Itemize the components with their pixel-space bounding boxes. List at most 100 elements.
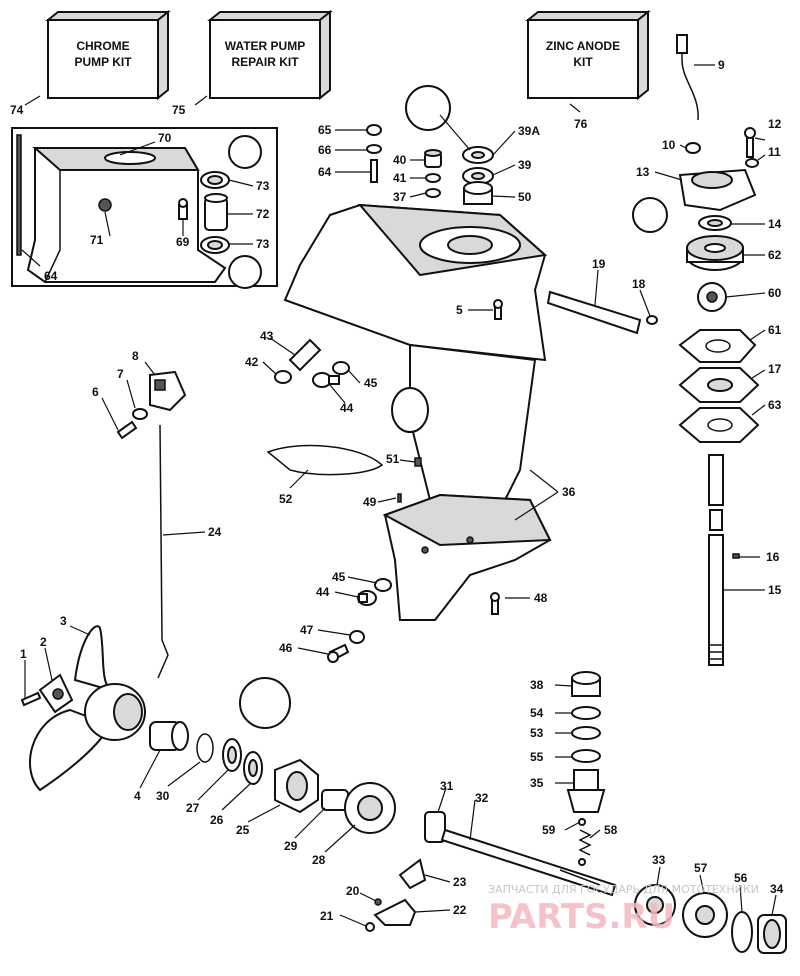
watermark-small-text: ЗАПЧАСТИ ДЛЯ ГОСУДАРЬ ДЛЯ МОТОТЕХНИКИ	[488, 883, 759, 896]
zinc-anode-kit-box: ZINC ANODE KIT	[525, 9, 651, 101]
zinc-kit-line1: ZINC ANODE	[546, 39, 620, 53]
label-13: 13	[636, 165, 650, 179]
washer-7	[132, 408, 148, 420]
o-ring-52	[266, 444, 384, 476]
plate-19	[546, 290, 642, 335]
label-60: 60	[768, 286, 782, 300]
water-kit-line1: WATER PUMP	[225, 39, 305, 53]
water-pump-kit-box: WATER PUMP REPAIR KIT	[207, 9, 333, 101]
washer-54	[571, 706, 601, 720]
screw-6	[116, 420, 138, 440]
label-30: 30	[156, 789, 170, 803]
label-23: 23	[453, 875, 467, 889]
forward-gear-57	[682, 892, 728, 938]
label-47: 47	[300, 623, 314, 637]
impeller-liner-62	[686, 235, 744, 271]
label-22: 22	[453, 903, 467, 917]
pin-20	[374, 898, 382, 906]
gasket-63	[678, 407, 760, 443]
label-41: 41	[393, 171, 407, 185]
drive-shaft-housing	[283, 203, 548, 501]
water-kit-line2: REPAIR KIT	[231, 55, 299, 69]
washer-11	[745, 158, 759, 168]
label-4: 4	[134, 789, 141, 803]
callout-numbers: 74 75 76 70 71 69 73 72 73 64 65 66 64 4…	[10, 58, 784, 923]
washer-37	[425, 188, 441, 198]
label-45-upper: 45	[364, 376, 378, 390]
bracket-8	[149, 370, 187, 412]
label-5: 5	[456, 303, 463, 317]
ring-41	[425, 173, 441, 183]
watermark-logo-text: PARTS.RU	[488, 897, 675, 937]
label-36: 36	[562, 485, 576, 499]
propeller-shaft-32	[440, 828, 617, 897]
seal-detail-circle-upper	[228, 135, 262, 169]
label-17: 17	[768, 362, 782, 376]
label-53: 53	[530, 726, 544, 740]
label-55: 55	[530, 750, 544, 764]
label-54: 54	[530, 706, 544, 720]
chrome-pump-kit-box: CHROME PUMP KIT	[45, 9, 171, 101]
seal-26	[243, 751, 263, 785]
label-2: 2	[40, 635, 47, 649]
label-39a: 39A	[518, 124, 540, 138]
bearing-34	[757, 914, 787, 954]
pin-42	[274, 370, 292, 384]
reverse-gear-28	[344, 782, 396, 834]
dowel-43	[288, 338, 322, 372]
screw-1	[20, 691, 42, 707]
label-73-lower: 73	[256, 237, 270, 251]
pinion-35	[566, 769, 606, 813]
bearing-carrier-25	[274, 758, 319, 814]
label-10: 10	[662, 138, 676, 152]
stud-64-inset	[16, 134, 22, 256]
gasket-61	[678, 329, 757, 363]
screw-18	[646, 315, 658, 325]
seal-73-upper	[200, 171, 230, 189]
seal-detail-circle-39a	[405, 85, 451, 131]
seal-detail-circle-lower	[228, 255, 262, 289]
thrust-bearing-53	[571, 726, 601, 740]
label-31: 31	[440, 779, 454, 793]
label-73-upper: 73	[256, 179, 270, 193]
label-52: 52	[279, 492, 293, 506]
label-45-lower: 45	[332, 570, 346, 584]
pin-16	[732, 553, 740, 559]
chrome-kit-inset-frame	[11, 127, 278, 287]
pin-49	[397, 493, 402, 503]
label-75: 75	[172, 103, 186, 117]
label-49: 49	[363, 495, 377, 509]
leader-lines	[21, 64, 777, 927]
label-50: 50	[518, 190, 532, 204]
screw-21	[365, 922, 375, 932]
chrome-kit-line1: CHROME	[76, 39, 129, 53]
label-3: 3	[60, 614, 67, 628]
label-43: 43	[260, 329, 274, 343]
stud-64	[370, 159, 378, 183]
label-69: 69	[176, 235, 190, 249]
seal-14	[698, 215, 732, 231]
washer-66	[366, 144, 382, 154]
label-38: 38	[530, 678, 544, 692]
label-21: 21	[320, 909, 334, 923]
zinc-kit-line2: KIT	[573, 55, 593, 69]
label-72: 72	[256, 207, 270, 221]
propeller-3	[29, 625, 146, 792]
tube-72	[204, 193, 228, 231]
label-63: 63	[768, 398, 782, 412]
label-57: 57	[694, 861, 708, 875]
nut-65	[366, 124, 382, 136]
label-40: 40	[393, 153, 407, 167]
label-51: 51	[386, 452, 400, 466]
label-11: 11	[768, 145, 781, 159]
label-39: 39	[518, 158, 532, 172]
label-48: 48	[534, 591, 548, 605]
label-62: 62	[768, 248, 782, 262]
label-56: 56	[734, 871, 748, 885]
label-74: 74	[10, 103, 24, 117]
shift-lever-22	[373, 898, 417, 926]
label-26: 26	[210, 813, 224, 827]
driveshaft-15	[708, 454, 724, 666]
label-32: 32	[475, 791, 489, 805]
label-66: 66	[318, 143, 332, 157]
